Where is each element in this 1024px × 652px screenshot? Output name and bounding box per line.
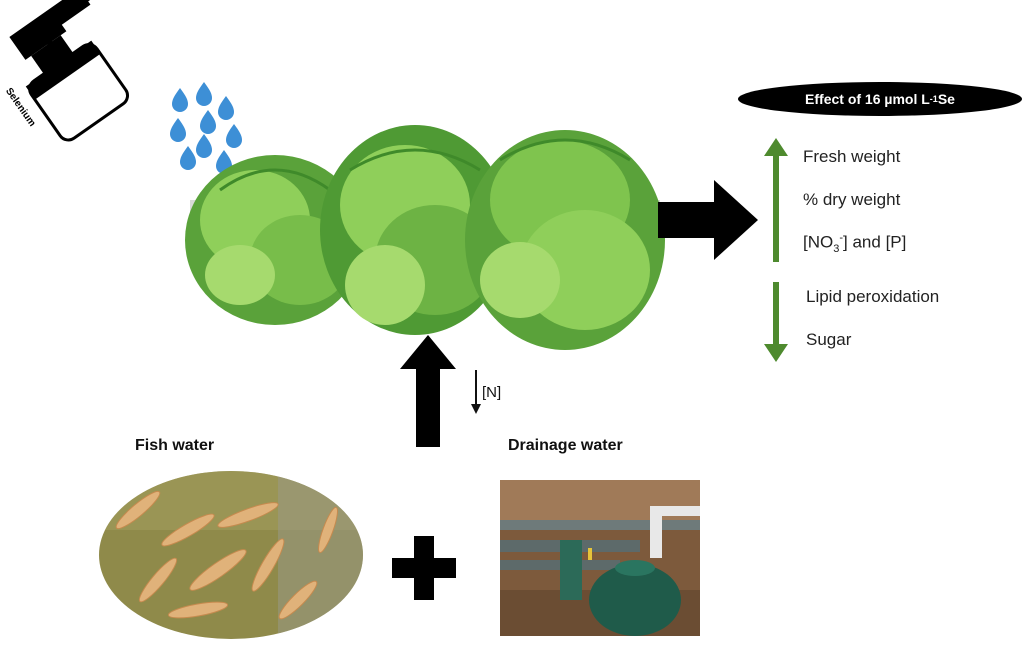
fish-water-image xyxy=(99,471,363,639)
fish-water-label: Fish water xyxy=(135,437,214,455)
droplet xyxy=(196,82,212,106)
droplet xyxy=(226,124,242,148)
increase-arrow xyxy=(764,138,788,262)
effect-header-prefix: Effect of 16 µmol L xyxy=(805,91,930,107)
fish xyxy=(138,557,178,603)
water-supply-arrow xyxy=(400,335,456,447)
fish xyxy=(189,549,247,591)
fish xyxy=(318,506,338,554)
dry-weight-text: % dry weight xyxy=(803,190,900,210)
fish xyxy=(251,538,285,592)
selenium-spray-bottle xyxy=(9,0,130,142)
droplet xyxy=(196,134,212,158)
lettuce-head xyxy=(320,125,510,335)
droplet xyxy=(218,96,234,120)
lettuce-head xyxy=(465,130,665,350)
fish xyxy=(115,490,161,530)
lettuce-plants-illustration xyxy=(185,125,665,350)
nitrate-suffix: ] and [P] xyxy=(843,232,907,252)
fish xyxy=(278,580,318,620)
effect-header-superscript: -1 xyxy=(929,94,938,104)
lipid-peroxidation-label: Lipid peroxidation xyxy=(806,287,940,306)
droplet xyxy=(180,146,196,170)
nitrate-prefix: [NO xyxy=(803,232,834,252)
fish xyxy=(167,601,229,619)
drainage-water-image xyxy=(500,480,700,636)
plus-icon xyxy=(392,536,456,600)
lettuce-head xyxy=(185,155,365,325)
fresh-weight-text: Fresh weight xyxy=(803,147,900,167)
fresh-weight-label: Fresh weight xyxy=(803,147,901,166)
nitrate-superscript: - xyxy=(839,232,844,244)
nitrate-phosphorus-text: [NO3-] and [P] xyxy=(803,232,906,255)
effect-header: Effect of 16 µmol L-1 Se xyxy=(738,82,1022,116)
drainage-water-text: Drainage water xyxy=(508,437,623,454)
droplet xyxy=(172,88,188,112)
sugar-text: Sugar xyxy=(806,330,851,350)
fish xyxy=(161,513,215,547)
nitrogen-decrease-arrow xyxy=(471,370,481,414)
lipid-peroxidation-text: Lipid peroxidation xyxy=(806,287,939,307)
decrease-arrow xyxy=(764,282,788,362)
effect-header-suffix: Se xyxy=(937,91,955,107)
sugar-label: Sugar xyxy=(806,330,852,349)
nitrate-subscript: 3 xyxy=(833,243,840,256)
nitrogen-label-text: [N] xyxy=(482,384,502,401)
effect-arrow xyxy=(658,180,758,260)
dry-weight-label: % dry weight xyxy=(803,190,901,209)
nitrogen-label: [N] xyxy=(482,384,501,401)
droplet xyxy=(200,110,216,134)
fish-water-text: Fish water xyxy=(135,437,215,454)
fish xyxy=(217,502,279,528)
droplet xyxy=(170,118,186,142)
drainage-water-label: Drainage water xyxy=(508,437,623,455)
